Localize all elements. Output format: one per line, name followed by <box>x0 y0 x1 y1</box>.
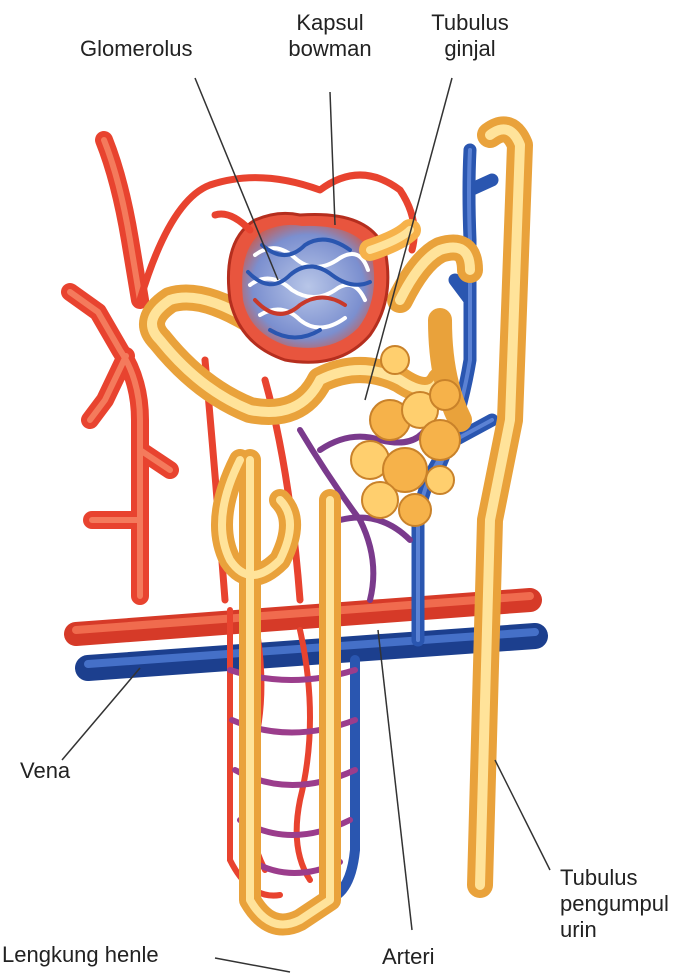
leader-arteri <box>378 630 412 930</box>
leader-pengumpul <box>495 760 550 870</box>
label-kapsul-line2: bowman <box>270 36 390 62</box>
label-tubulus-line1: Tubulus <box>415 10 525 36</box>
leader-kapsul <box>330 92 335 225</box>
label-pengumpul-line1: Tubulus <box>560 865 669 891</box>
label-pengumpul-line2: pengumpul <box>560 891 669 917</box>
label-tubulus-pengumpul-urin: Tubulus pengumpul urin <box>560 865 669 943</box>
bowman-capsule <box>228 213 387 362</box>
leader-henle <box>215 958 290 972</box>
label-kapsul-bowman: Kapsul bowman <box>270 10 390 62</box>
label-arteri: Arteri <box>382 944 435 970</box>
leader-vena <box>62 668 140 760</box>
label-tubulus-ginjal: Tubulus ginjal <box>415 10 525 62</box>
label-kapsul-line1: Kapsul <box>270 10 390 36</box>
label-lengkung-henle: Lengkung henle <box>2 942 159 968</box>
label-pengumpul-line3: urin <box>560 917 669 943</box>
label-vena: Vena <box>20 758 70 784</box>
label-glomerolus: Glomerolus <box>80 36 192 62</box>
label-tubulus-line2: ginjal <box>415 36 525 62</box>
